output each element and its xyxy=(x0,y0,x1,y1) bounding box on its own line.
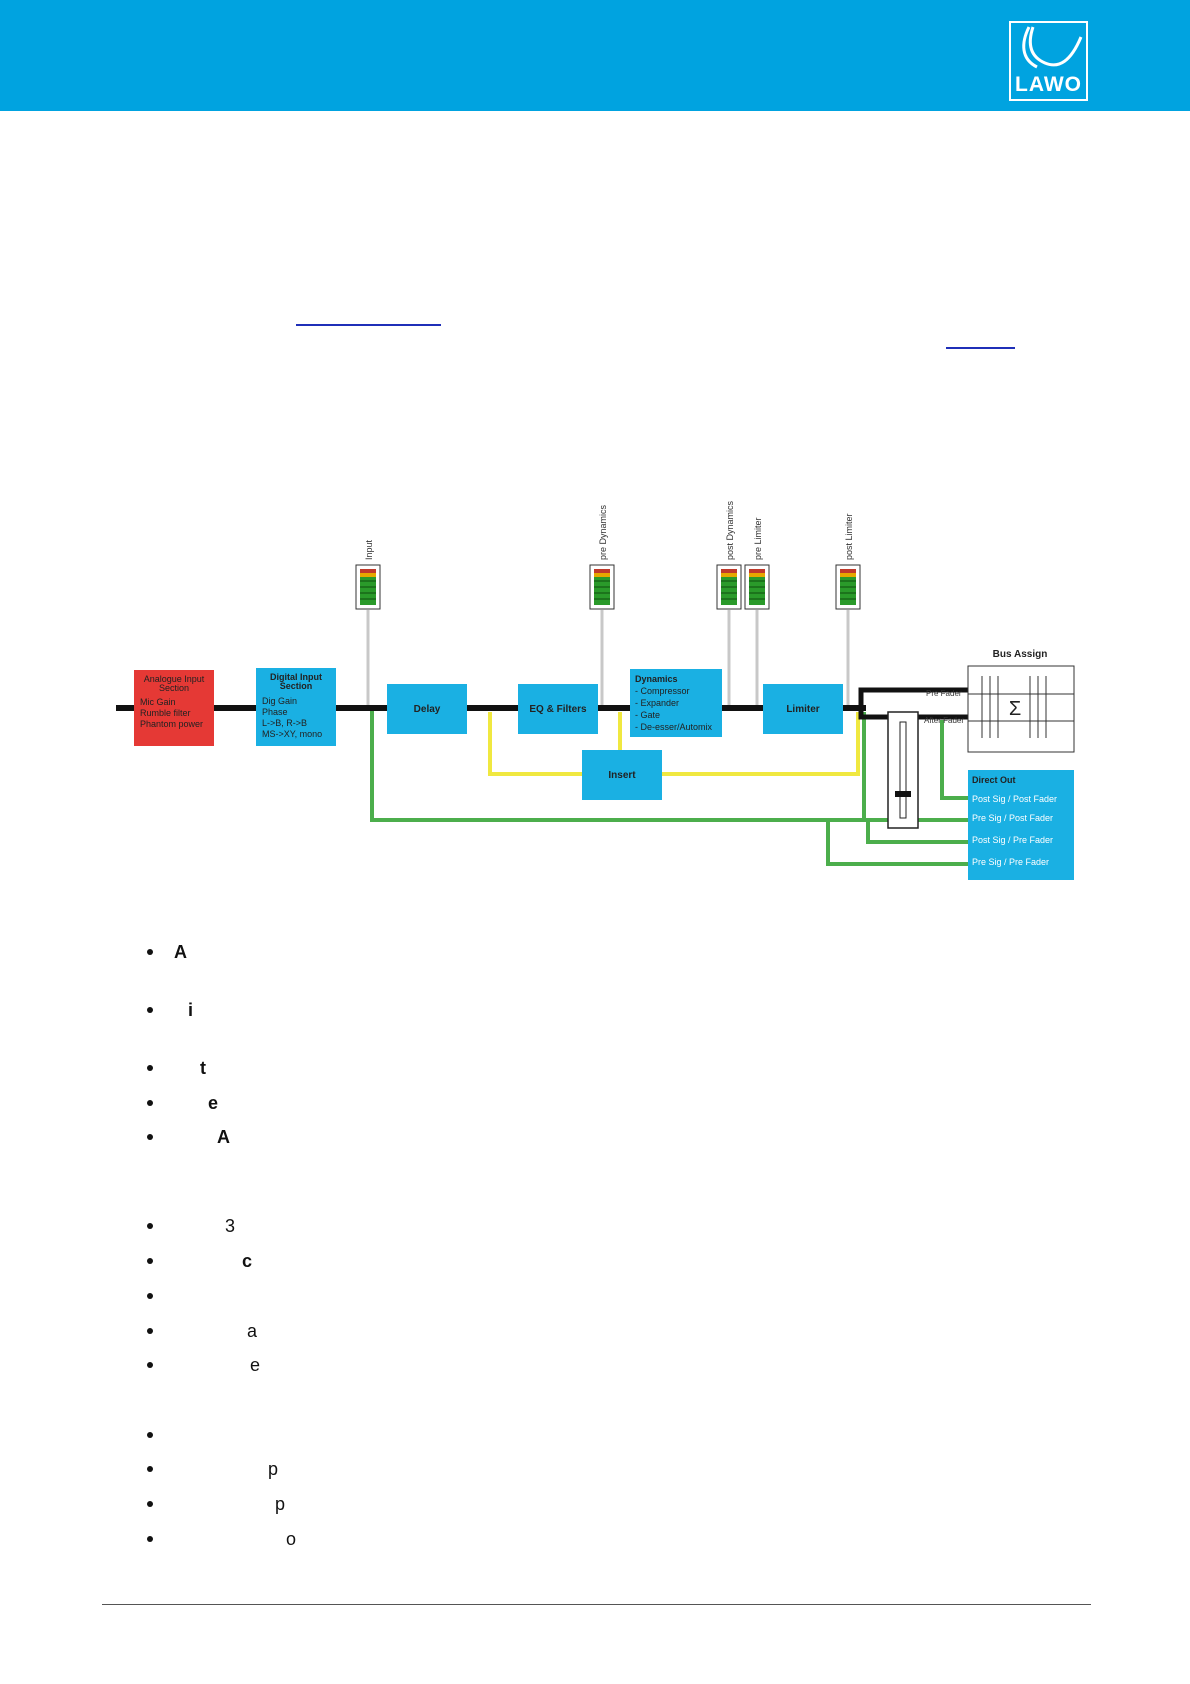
limiter-block: Limiter xyxy=(763,684,843,734)
meter-label: post Dynamics xyxy=(725,500,735,560)
eq-filters-block: EQ & Filters xyxy=(518,684,598,734)
fader-graphic xyxy=(887,711,919,829)
meter-label: Input xyxy=(364,539,374,560)
bullet-dot xyxy=(147,1134,153,1140)
block-line: - Compressor xyxy=(635,686,690,696)
direct-out-block: Direct Out Post Sig / Post Fader Pre Sig… xyxy=(968,770,1074,880)
meter-label: post Limiter xyxy=(844,513,854,560)
bullet-dot xyxy=(147,1501,153,1507)
bullet-dot xyxy=(147,1432,153,1438)
bullet-dot xyxy=(147,1466,153,1472)
bullet-dot xyxy=(147,1065,153,1071)
list-item-text: 3 xyxy=(225,1216,236,1236)
block-line: MS->XY, mono xyxy=(262,729,322,739)
block-title: Dynamics xyxy=(635,674,678,684)
block-line: Phase xyxy=(262,707,288,717)
list-item-text: A xyxy=(217,1127,230,1147)
list-item-text: c xyxy=(242,1251,253,1271)
list-item-text: e xyxy=(250,1355,261,1375)
bus-assign-title: Bus Assign xyxy=(993,649,1048,660)
list-item-text: A xyxy=(174,942,187,962)
lawo-logo: LAWO xyxy=(1009,21,1088,101)
block-line: Pre Sig / Post Fader xyxy=(972,813,1053,823)
block-line: - Gate xyxy=(635,710,660,720)
bullet-dot xyxy=(147,1536,153,1542)
bullet-dot xyxy=(147,1293,153,1299)
block-line: - Expander xyxy=(635,698,679,708)
block-line: Mic Gain xyxy=(140,697,176,707)
block-line: Rumble filter xyxy=(140,708,191,718)
block-title: Analogue Input xyxy=(144,674,205,684)
block-title: Section xyxy=(280,681,313,691)
meter-label: pre Dynamics xyxy=(598,504,608,560)
logo-text: LAWO xyxy=(1015,73,1082,96)
meter-post-limiter: post Limiter xyxy=(835,513,861,610)
list-item-text: p xyxy=(268,1459,279,1479)
list-item-text: i xyxy=(188,1000,194,1020)
page-header: LAWO xyxy=(0,0,1190,111)
link-underline[interactable] xyxy=(296,324,441,326)
block-label: EQ & Filters xyxy=(529,704,587,715)
analogue-input-block: Analogue Input Section Mic Gain Rumble f… xyxy=(134,670,214,746)
block-label: Limiter xyxy=(786,704,819,715)
meter-pre-limiter: pre Limiter xyxy=(744,517,770,610)
block-line: Pre Sig / Pre Fader xyxy=(972,857,1049,867)
block-title: Digital Input xyxy=(270,672,322,682)
bullet-dot xyxy=(147,1362,153,1368)
delay-block: Delay xyxy=(387,684,467,734)
block-line: - De-esser/Automix xyxy=(635,722,713,732)
block-title: Direct Out xyxy=(972,775,1016,785)
bullet-dot xyxy=(147,1223,153,1229)
list-item-text: o xyxy=(286,1529,297,1549)
sigma-icon: Σ xyxy=(1009,698,1021,720)
after-fader-label: After Fader xyxy=(924,716,964,725)
block-line: Post Sig / Pre Fader xyxy=(972,835,1053,845)
dynamics-block: Dynamics - Compressor - Expander - Gate … xyxy=(630,669,722,737)
signal-flow-diagram: Pre Fader After Fader Input pre Dynamics… xyxy=(116,500,1075,880)
bullet-dot xyxy=(147,1328,153,1334)
list-item-text: p xyxy=(275,1494,286,1514)
lawo-swoosh-icon xyxy=(1022,26,1083,69)
list-item-text: e xyxy=(208,1093,219,1113)
block-title: Section xyxy=(159,683,189,693)
footer-divider xyxy=(102,1604,1091,1605)
link-underline[interactable] xyxy=(946,347,1015,349)
bullet-dot xyxy=(147,1100,153,1106)
bus-assign-block: Bus Assign Σ xyxy=(967,649,1075,753)
bullet-dot xyxy=(147,949,153,955)
block-line: Dig Gain xyxy=(262,696,297,706)
list-item-text: a xyxy=(247,1321,258,1341)
list-item-text: t xyxy=(200,1058,206,1078)
meter-label: pre Limiter xyxy=(753,517,763,560)
insert-block: Insert xyxy=(582,750,662,800)
pre-fader-label: Pre Fader xyxy=(926,689,962,698)
bullet-dot xyxy=(147,1258,153,1264)
block-label: Delay xyxy=(414,704,441,715)
block-line: Phantom power xyxy=(140,719,203,729)
block-line: L->B, R->B xyxy=(262,718,307,728)
digital-input-block: Digital Input Section Dig Gain Phase L->… xyxy=(256,668,336,746)
bullet-dot xyxy=(147,1007,153,1013)
block-label: Insert xyxy=(608,770,636,781)
block-line: Post Sig / Post Fader xyxy=(972,794,1057,804)
